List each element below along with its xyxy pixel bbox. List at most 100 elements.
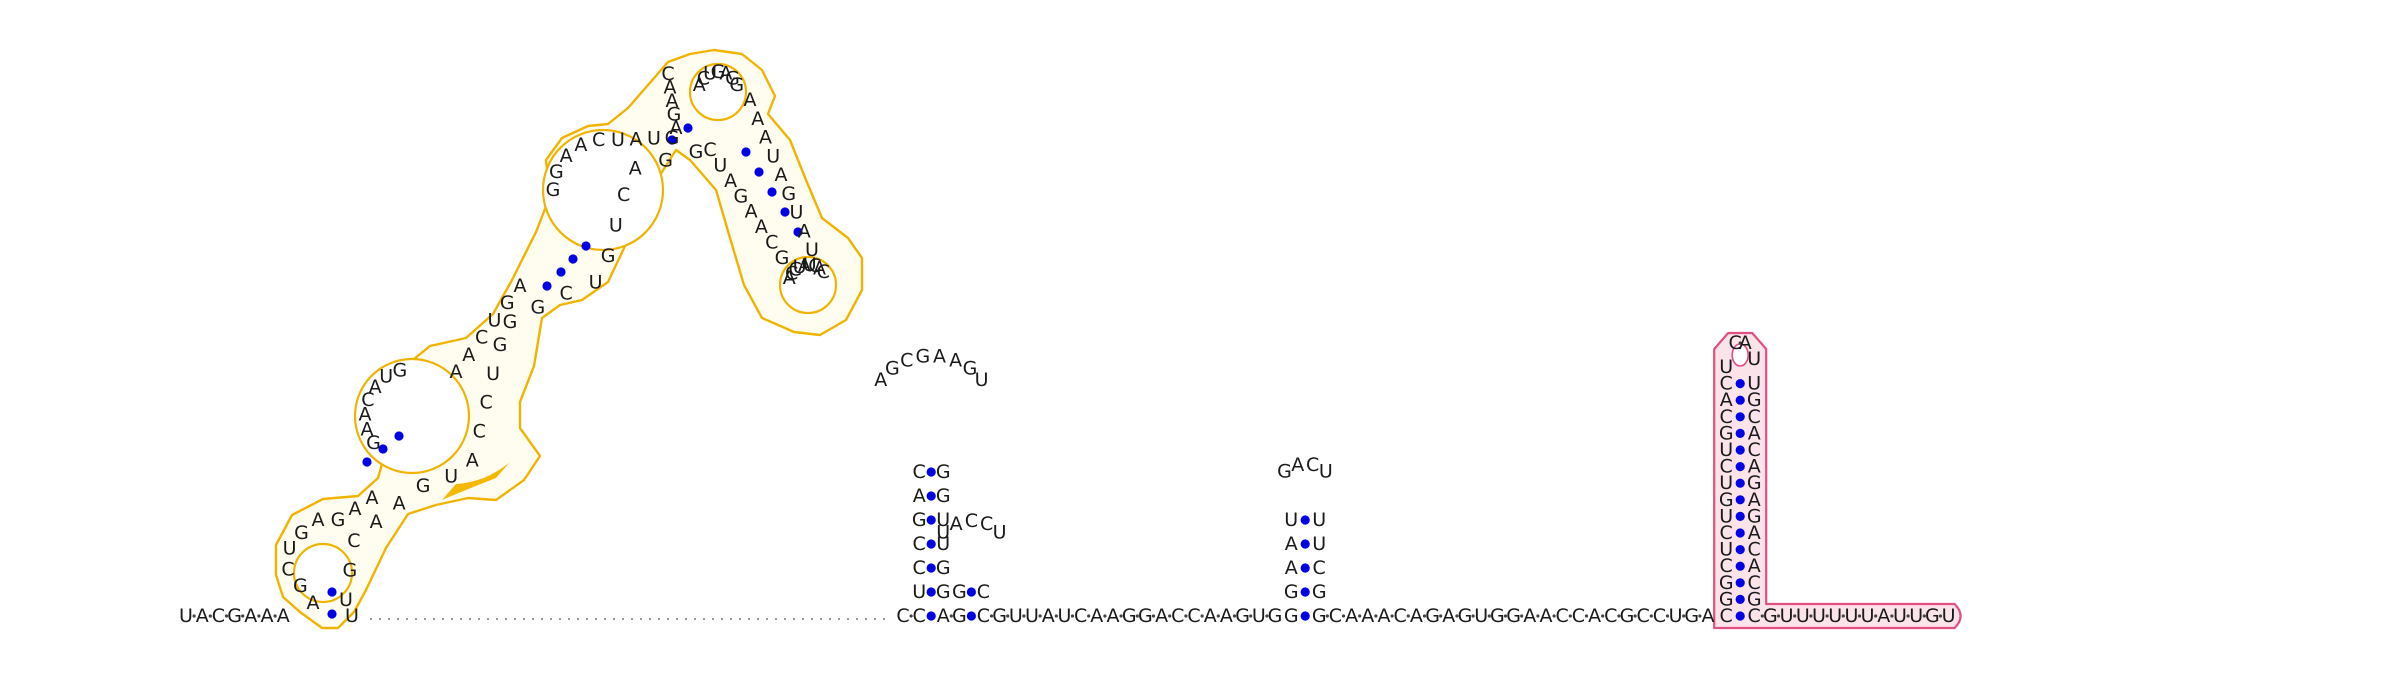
- base-pair-dot: [1735, 395, 1745, 405]
- stem-loop-1-nucleotide: C: [913, 461, 926, 483]
- domain-2-stem-nucleotide: G: [1719, 572, 1734, 594]
- backbone-separator: [224, 614, 229, 618]
- linker-3-nucleotide: G: [1620, 605, 1635, 627]
- linker-3-nucleotide: A: [1361, 605, 1374, 627]
- backbone-separator: [1374, 614, 1378, 618]
- stem-loop-3-nucleotide: G: [1284, 605, 1299, 627]
- linker-2-nucleotide: G: [992, 605, 1007, 627]
- base-pair-dot: [1735, 478, 1745, 488]
- base-pair-dot: [1735, 561, 1745, 571]
- domain-1-nucleotide: A: [798, 254, 811, 276]
- domain-1-nucleotide: G: [343, 560, 358, 582]
- domain-1-nucleotide: U: [803, 254, 817, 276]
- 3-prime-tail-nucleotide: U: [1780, 605, 1794, 627]
- domain-2-stem-nucleotide: G: [1747, 588, 1762, 610]
- backbone-separator: [1938, 614, 1943, 618]
- backbone-separator: [1200, 614, 1204, 618]
- backbone-separator: [1006, 614, 1010, 618]
- domain-1-nucleotide: C: [592, 129, 605, 151]
- domain-1-nucleotide: C: [661, 63, 674, 85]
- base-pair-dot: [966, 611, 977, 621]
- domain-2-stem-nucleotide: C: [1748, 605, 1761, 627]
- domain-1-inner-loop: [292, 542, 354, 604]
- domain-1-nucleotide: C: [617, 184, 630, 206]
- backbone-separator: [1358, 614, 1362, 618]
- domain-1-nucleotide: A: [744, 89, 757, 111]
- domain-1-nucleotide: G: [667, 104, 682, 126]
- domain-1-nucleotide: A: [745, 201, 758, 223]
- domain-2-stem-nucleotide: G: [1747, 389, 1762, 411]
- stem-loop-1-nucleotide: U: [936, 509, 950, 531]
- domain-1-nucleotide: C: [765, 232, 778, 254]
- linker-3-nucleotide: G: [1458, 605, 1473, 627]
- domain-1-nucleotide: C: [703, 139, 716, 161]
- backbone-separator: [1874, 614, 1878, 618]
- linker-3-nucleotide: U: [1669, 605, 1683, 627]
- domain-1-nucleotide: A: [724, 170, 737, 192]
- domain-1-nucleotide: C: [808, 255, 821, 277]
- 3-prime-tail-nucleotide: U: [1828, 605, 1842, 627]
- domain-2-stem-nucleotide: A: [1748, 456, 1761, 478]
- base-pair-dot: [926, 467, 936, 477]
- domain-1-nucleotide: U: [647, 128, 661, 150]
- domain-1-nucleotide: A: [775, 164, 788, 186]
- domain-1-nucleotide: A: [370, 511, 383, 533]
- backbone-separator: [1265, 614, 1269, 618]
- domain-1-nucleotide: U: [487, 309, 501, 331]
- base-pair-dot: [926, 587, 936, 597]
- domain-1-nucleotide: A: [466, 449, 479, 471]
- base-pair-dot: [1735, 495, 1745, 505]
- domain-1-nucleotide: A: [693, 74, 706, 96]
- base-pair-dot: [378, 444, 388, 454]
- stem-loop-1-nucleotide: C: [913, 557, 926, 579]
- base-pair-dot: [327, 609, 337, 619]
- domain-1-nucleotide: G: [416, 475, 431, 497]
- backbone-separator: [1341, 614, 1346, 618]
- linker-2-nucleotide: U: [1252, 605, 1266, 627]
- stem-loop-1-nucleotide: G: [936, 557, 951, 579]
- stem-loop-3-loop-nucleotide: C: [1306, 454, 1319, 476]
- stem-loop-1-loop-nucleotide: G: [885, 358, 900, 380]
- domain-1-nucleotide: G: [658, 149, 673, 171]
- domain-2-loop-nucleotide: A: [1739, 332, 1752, 354]
- stem-loop-1-loop-nucleotide: A: [874, 369, 887, 391]
- domain-1-nucleotide: A: [393, 492, 406, 514]
- linker-2-nucleotide: C: [1171, 605, 1184, 627]
- linker-2-nucleotide: U: [1009, 605, 1023, 627]
- domain-2-stem-nucleotide: A: [1748, 489, 1761, 511]
- stem-loop-3-loop-nucleotide: A: [1291, 454, 1304, 476]
- backbone-separator: [1890, 614, 1894, 618]
- domain-1-nucleotide: A: [574, 134, 587, 156]
- domain-1-nucleotide: G: [546, 179, 561, 201]
- 5-prime-tail-nucleotide: A: [196, 605, 209, 627]
- backbone-separator: [1135, 614, 1139, 618]
- domain-1-nucleotide: U: [713, 154, 727, 176]
- stem-loop-3-nucleotide: U: [1284, 509, 1298, 531]
- backbone-separator: [1390, 614, 1394, 618]
- stem-loop-1-loop-nucleotide: A: [949, 350, 962, 372]
- stem-loop-2-loop-nucleotide: C: [980, 513, 993, 535]
- domain-2-stem-nucleotide: C: [1720, 522, 1733, 544]
- stem-loop-1-nucleotide: G: [936, 581, 951, 603]
- base-pair-dot: [362, 457, 372, 467]
- domain-1-nucleotide: G: [293, 575, 308, 597]
- linker-2-nucleotide: G: [1235, 605, 1250, 627]
- linker-2-nucleotide: C: [1074, 605, 1087, 627]
- stem-loop-1-loop-nucleotide: U: [975, 369, 989, 391]
- domain-2-stem-nucleotide: C: [1748, 406, 1761, 428]
- base-pair-dot: [1300, 611, 1310, 621]
- domain-1-nucleotide: U: [379, 366, 393, 388]
- domain-1-nucleotide: G: [725, 67, 740, 89]
- backbone-separator: [1536, 614, 1540, 618]
- domain-2-stem-nucleotide: A: [1748, 555, 1761, 577]
- backbone-separator: [989, 614, 994, 618]
- backbone-separator: [949, 614, 953, 618]
- base-pair-dot: [1735, 611, 1745, 621]
- backbone-separator: [192, 614, 196, 618]
- base-pair-dot: [327, 587, 337, 597]
- linker-2-nucleotide: A: [1220, 605, 1233, 627]
- backbone-separator: [1665, 614, 1670, 618]
- domain-2-stem-nucleotide: U: [1719, 356, 1733, 378]
- 5-prime-tail-nucleotide: U: [179, 605, 193, 627]
- backbone-separator: [1760, 614, 1764, 618]
